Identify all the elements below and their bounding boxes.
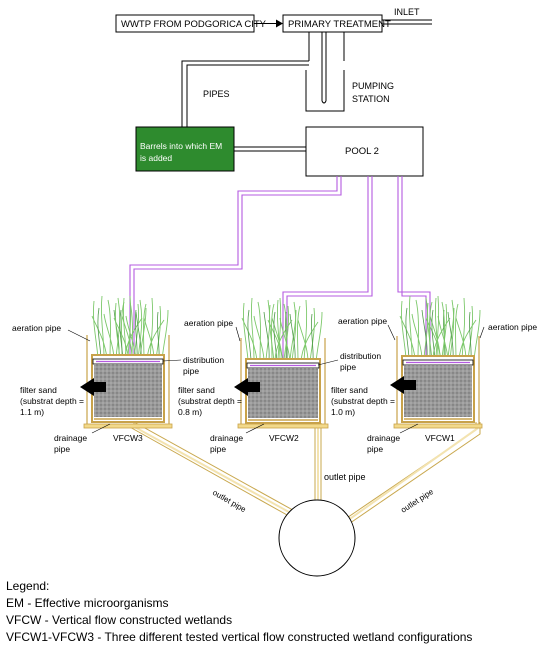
primary-treatment-label: PRIMARY TREATMENT [288, 19, 391, 30]
distribution-pipe-label-1a: distribution [183, 355, 224, 365]
drainage-pipe-label-1b: pipe [54, 444, 70, 454]
wetland-vfcw3 [80, 295, 173, 429]
substrat-depth-vfcw3-b: 1.1 m) [20, 407, 44, 417]
outlet-pipe-label-left: outlet pipe [211, 488, 248, 515]
vfcw2-label: VFCW2 [269, 433, 299, 443]
legend-item: VFCW - Vertical flow constructed wetland… [6, 613, 233, 627]
drainage-pipe-label-2a: drainage [210, 433, 243, 443]
pool2-box [305, 126, 424, 177]
drainage-pipe-label-3b: pipe [367, 444, 383, 454]
arrow-left-icon [80, 378, 94, 396]
arrow-left-icon [390, 376, 404, 394]
distribution-pipe-label-2a: distribution [340, 351, 381, 361]
vfcw1-label: VFCW1 [425, 433, 455, 443]
aeration-pipe-label-1: aeration pipe [12, 323, 61, 333]
pool2-label: POOL 2 [345, 146, 379, 157]
substrat-depth-vfcw3-a: (substrat depth = [20, 396, 84, 406]
filter-sand-vfcw2 [248, 368, 318, 418]
barrels-box [135, 126, 235, 172]
legend-item: EM - Effective microorganisms [6, 596, 169, 610]
drainage-pipe-label-3a: drainage [367, 433, 400, 443]
drainage-pipe-label-2b: pipe [210, 444, 226, 454]
substrat-depth-vfcw2-a: (substrat depth = [178, 396, 242, 406]
pipes-label: PIPES [203, 89, 230, 99]
filter-sand-vfcw1 [404, 365, 472, 417]
filter-sand-label-3: filter sand [331, 385, 368, 395]
drainage-pipe-label-1a: drainage [54, 433, 87, 443]
pumping-station-label-1: PUMPING [352, 81, 394, 91]
wetland-vfcw1 [390, 295, 483, 429]
substrat-depth-vfcw2-b: 0.8 m) [178, 407, 202, 417]
outlet-pipe-label-center: outlet pipe [324, 472, 366, 482]
inlet-label: INLET [394, 7, 420, 17]
outlet-pipe-label-right: outlet pipe [399, 487, 435, 515]
wwtp-label: WWTP FROM PODGORICA CITY [121, 19, 267, 30]
aeration-pipe-label-2: aeration pipe [184, 318, 233, 328]
legend-item: VFCW1-VFCW3 - Three different tested ver… [6, 630, 473, 644]
substrat-depth-vfcw1-b: 1.0 m) [331, 407, 355, 417]
distribution-pipe-label-1b: pipe [183, 366, 199, 376]
barrels-label-1: Barrels into which EM [140, 141, 222, 151]
substrat-depth-vfcw1-a: (substrat depth = [331, 396, 395, 406]
pumping-station-label-2: STATION [352, 94, 390, 104]
collection-tank [278, 499, 356, 577]
filter-sand-label-1: filter sand [20, 385, 57, 395]
legend: Legend: EM - Effective microorganisms VF… [6, 578, 472, 646]
filter-sand-label-2: filter sand [178, 385, 215, 395]
aeration-pipe-label-4: aeration pipe [488, 322, 537, 332]
arrow-icon [276, 19, 283, 28]
distribution-pipe-label-2b: pipe [340, 362, 356, 372]
arrow-left-icon [234, 378, 248, 396]
wetland-vfcw2 [234, 297, 329, 429]
barrels-label-2: is added [140, 153, 172, 163]
legend-title: Legend: [6, 579, 50, 593]
vfcw3-label: VFCW3 [113, 433, 143, 443]
aeration-pipe-label-3: aeration pipe [338, 316, 387, 326]
